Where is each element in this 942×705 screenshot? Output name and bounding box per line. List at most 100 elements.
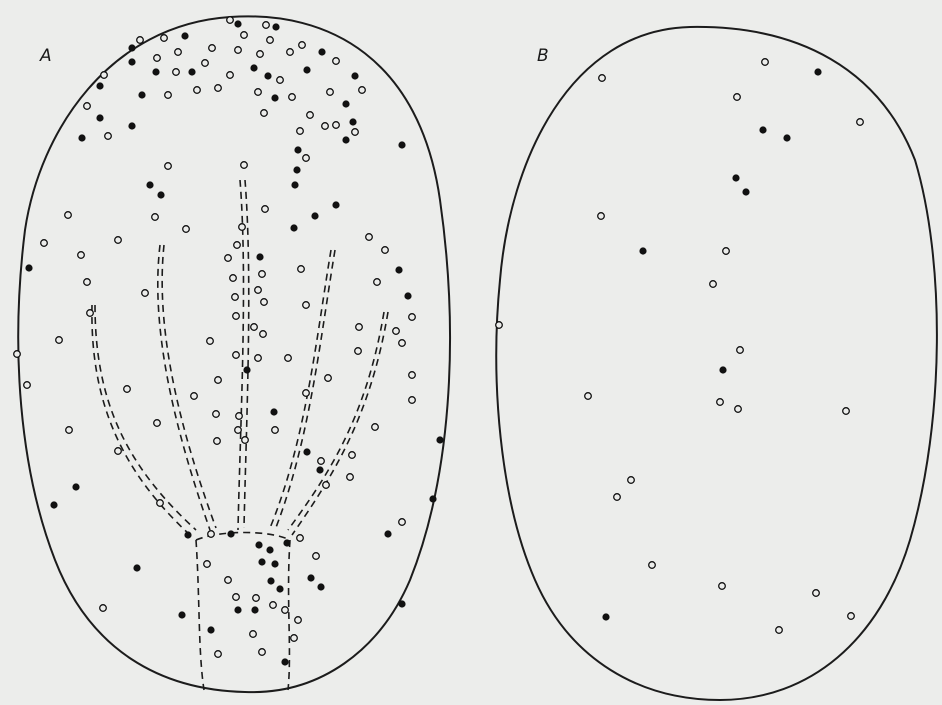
- panel-a-filled-dot-152: [133, 564, 140, 571]
- panel-a-open-dot-2: [263, 22, 270, 29]
- panel-a-open-dot-129: [115, 448, 122, 455]
- panel-a-filled-dot-26: [264, 72, 271, 79]
- panel-a-open-dot-98: [356, 324, 363, 331]
- panel-a-open-dot-159: [253, 595, 260, 602]
- panel-b-filled-dot-15: [719, 366, 726, 373]
- panel-a-open-dot-20: [333, 58, 340, 65]
- path-stem-left: [196, 540, 204, 690]
- panel-a-filled-dot-60: [293, 166, 300, 173]
- panel-b-open-dot-2: [599, 75, 606, 82]
- panel-b-open-dot-0: [762, 59, 769, 66]
- panel-a-filled-dot-141: [227, 530, 234, 537]
- panel-a-filled-dot-89: [404, 292, 411, 299]
- panel-a-open-dot-117: [213, 411, 220, 418]
- panel-a-open-dot-5: [161, 35, 168, 42]
- panel-b-open-dot-11: [723, 248, 730, 255]
- panel-a-filled-dot-54: [342, 136, 349, 143]
- panel-a-filled-dot-25: [250, 64, 257, 71]
- panel-a-filled-dot-155: [307, 574, 314, 581]
- panel-a-open-dot-65: [262, 206, 269, 213]
- panel-a-open-dot-33: [165, 92, 172, 99]
- panel-a-open-dot-172: [259, 649, 266, 656]
- panel-a-filled-dot-119: [270, 408, 277, 415]
- panel-a-open-dot-134: [323, 482, 330, 489]
- panel-a-filled-dot-167: [398, 600, 405, 607]
- panel-a-open-dot-58: [165, 163, 172, 170]
- panel-a-filled-dot-31: [96, 82, 103, 89]
- panel-a-open-dot-50: [105, 133, 112, 140]
- panel-a-open-dot-93: [87, 310, 94, 317]
- panel-a-open-dot-158: [233, 594, 240, 601]
- panel-a-open-dot-123: [272, 427, 279, 434]
- panel-a-open-dot-45: [307, 112, 314, 119]
- panel-a-open-dot-92: [303, 302, 310, 309]
- panel-b-filled-dot-10: [639, 247, 646, 254]
- panel-a-open-dot-70: [239, 224, 246, 231]
- panel-a-filled-dot-80: [256, 253, 263, 260]
- panel-a-open-dot-122: [154, 420, 161, 427]
- panel-a-open-dot-151: [313, 553, 320, 560]
- panel-a-filled-dot-139: [184, 531, 191, 538]
- panel-a-open-dot-30: [101, 72, 108, 79]
- panel-a-open-dot-140: [208, 531, 215, 538]
- panel-a-open-dot-46: [333, 122, 340, 129]
- panel-b-open-dot-4: [857, 119, 864, 126]
- panel-a-open-dot-42: [84, 103, 91, 110]
- panel-b-outline: [496, 27, 937, 700]
- panel-a-filled-dot-37: [271, 94, 278, 101]
- panel-a-open-dot-66: [65, 212, 72, 219]
- panel-a-open-dot-17: [257, 51, 264, 58]
- panel-b-open-dot-17: [717, 399, 724, 406]
- panel-a-open-dot-7: [209, 45, 216, 52]
- panel-a-open-dot-104: [255, 355, 262, 362]
- panel-a-filled-dot-19: [318, 48, 325, 55]
- panel-a-open-dot-112: [24, 382, 31, 389]
- panel-a-open-dot-121: [235, 427, 242, 434]
- panel-a-open-dot-111: [124, 386, 131, 393]
- panel-a-open-dot-88: [255, 287, 262, 294]
- panel-b-filled-dot-6: [783, 134, 790, 141]
- panel-a-filled-dot-144: [283, 539, 290, 546]
- panel-a-open-dot-110: [409, 372, 416, 379]
- panel-a-filled-dot-43: [96, 114, 103, 121]
- panel-b-open-dot-3: [734, 94, 741, 101]
- panel-a-open-dot-14: [175, 49, 182, 56]
- panel-a-filled-dot-130: [303, 448, 310, 455]
- panel-a-filled-dot-132: [316, 466, 323, 473]
- panel-a-filled-dot-164: [251, 606, 258, 613]
- panel-a-filled-dot-81: [395, 266, 402, 273]
- panel-a-open-dot-124: [372, 424, 379, 431]
- panel-a-open-dot-76: [78, 252, 85, 259]
- panel-a-open-dot-38: [289, 94, 296, 101]
- panel-a-open-dot-59: [241, 162, 248, 169]
- panel-a-open-dot-169: [250, 631, 257, 638]
- panel-a-open-dot-22: [173, 69, 180, 76]
- panel-a-open-dot-165: [282, 607, 289, 614]
- panel-a-open-dot-148: [204, 561, 211, 568]
- panel-b-open-dot-21: [614, 494, 621, 501]
- panel-b-open-dot-19: [843, 408, 850, 415]
- panel-a-filled-dot-1: [234, 20, 241, 27]
- panel-a-open-dot-120: [66, 427, 73, 434]
- panel-b-open-dot-12: [710, 281, 717, 288]
- panel-a-open-dot-109: [215, 377, 222, 384]
- panel-a-filled-dot-138: [429, 495, 436, 502]
- panel-a-open-dot-128: [349, 452, 356, 459]
- panel-a-open-dot-15: [202, 60, 209, 67]
- panel-a-open-dot-137: [157, 500, 164, 507]
- panel-b-open-dot-27: [776, 627, 783, 634]
- panel-a-filled-dot-61: [146, 181, 153, 188]
- panel-a-filled-dot-150: [271, 560, 278, 567]
- panel-a-open-dot-94: [233, 313, 240, 320]
- panel-a-open-dot-101: [260, 331, 267, 338]
- panel-a-open-dot-57: [303, 155, 310, 162]
- panel-a-open-dot-34: [194, 87, 201, 94]
- panel-a-open-dot-85: [374, 279, 381, 286]
- panel-a-open-dot-27: [277, 77, 284, 84]
- panel-a-open-dot-166: [295, 617, 302, 624]
- panel-a-filled-dot-63: [291, 181, 298, 188]
- panel-a-open-dot-145: [297, 535, 304, 542]
- panel-b-filled-dot-25: [602, 613, 609, 620]
- panel-b-open-dot-26: [848, 613, 855, 620]
- path-stem-right: [288, 540, 290, 690]
